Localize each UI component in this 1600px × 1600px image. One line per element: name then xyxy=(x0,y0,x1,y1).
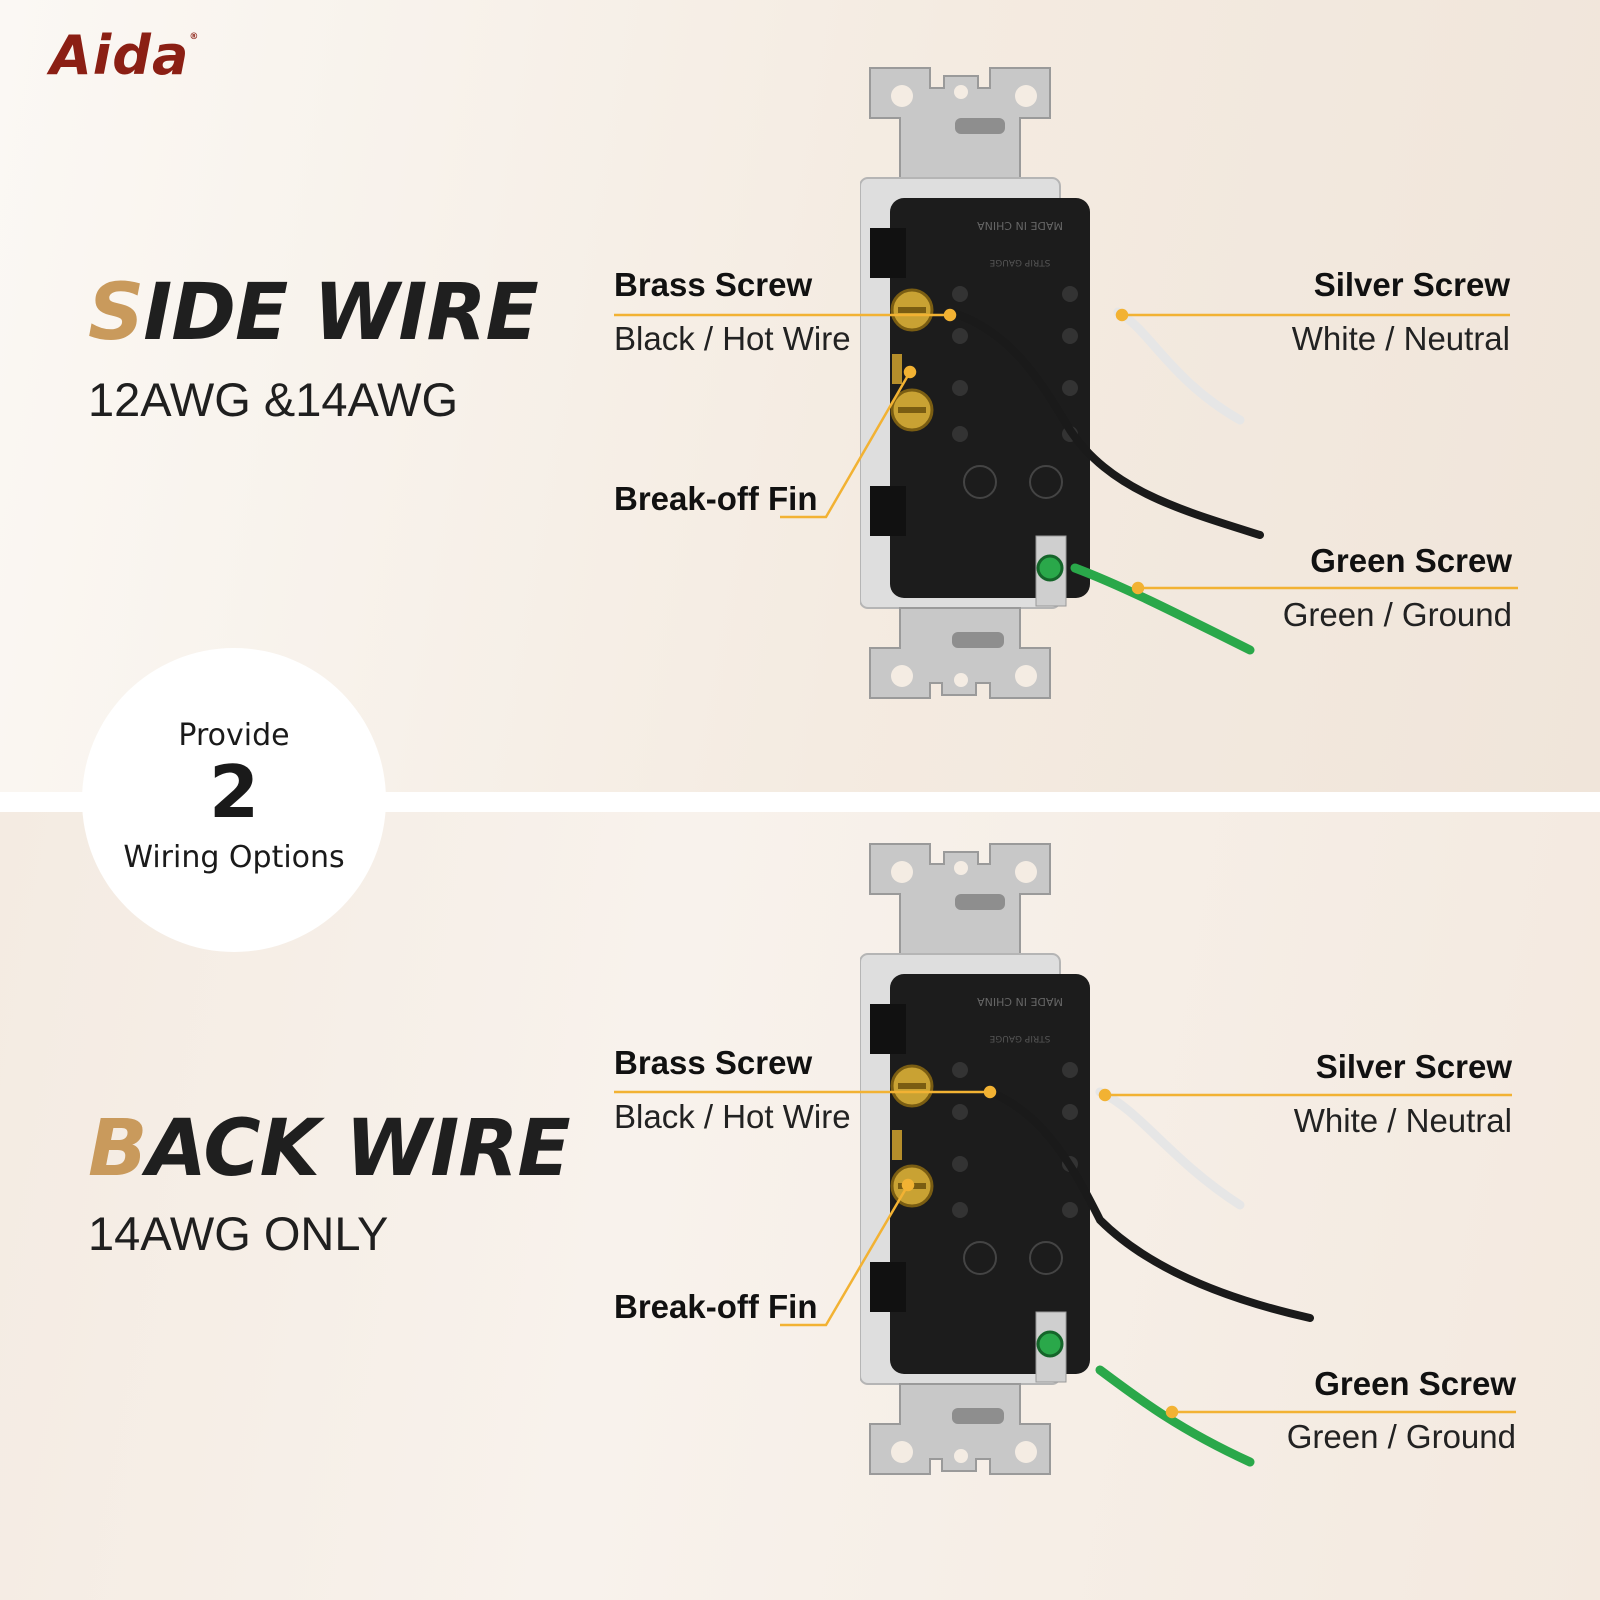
hot-wire-label-bottom: Black / Hot Wire xyxy=(614,1098,851,1135)
green-screw-label-bottom: Green Screw xyxy=(1314,1365,1516,1402)
badge-line1: Provide xyxy=(178,718,290,753)
break-off-fin-label-bottom: Break-off Fin xyxy=(614,1288,818,1325)
registered-mark: ® xyxy=(189,32,200,42)
brass-screw-label-bottom: Brass Screw xyxy=(614,1044,813,1081)
neutral-wire-label-top: White / Neutral xyxy=(1291,320,1510,357)
side-wire-heading-rest: IDE WIRE xyxy=(143,268,539,358)
back-wire-subtitle: 14AWG ONLY xyxy=(88,1207,389,1260)
badge-number: 2 xyxy=(208,750,260,834)
neutral-wire-label-bottom: White / Neutral xyxy=(1293,1102,1512,1139)
side-wire-heading-initial: S xyxy=(88,268,144,358)
green-screw-label-top: Green Screw xyxy=(1310,542,1512,579)
break-off-fin-label-top: Break-off Fin xyxy=(614,480,818,517)
mounting-strap-bottom xyxy=(869,607,1051,699)
brass-screw-label-top: Brass Screw xyxy=(614,266,813,303)
break-off-fin xyxy=(892,1130,902,1160)
section-divider xyxy=(0,792,1600,812)
mounting-strap-bottom xyxy=(869,1383,1051,1475)
ground-wire-label-top: Green / Ground xyxy=(1282,596,1512,633)
side-wire-heading: SIDE WIRE xyxy=(88,268,539,358)
brass-screw-icon xyxy=(890,288,934,432)
ground-wire-label-bottom: Green / Ground xyxy=(1286,1418,1516,1455)
side-clip-top xyxy=(870,1004,906,1054)
back-wire-outlet-illustration: MADE IN CHINA STRIP GAUGE xyxy=(860,843,1090,1475)
wiring-options-badge: Provide 2 Wiring Options xyxy=(82,648,386,952)
strip-gauge-text: STRIP GAUGE xyxy=(989,257,1050,267)
brand-logo: Aida® xyxy=(50,24,199,87)
break-off-fin xyxy=(892,354,902,384)
silver-screw-label-bottom: Silver Screw xyxy=(1315,1048,1512,1085)
made-in-china-text: MADE IN CHINA xyxy=(977,219,1063,232)
side-clip-bottom xyxy=(870,1262,906,1312)
hot-wire-label-top: Black / Hot Wire xyxy=(614,320,851,357)
green-ground-screw-icon xyxy=(1035,535,1067,607)
side-wire-outlet-illustration: MADE IN CHINA STRIP GAUGE xyxy=(860,67,1090,699)
green-ground-screw-icon xyxy=(1035,1311,1067,1383)
logo-text: Aida xyxy=(50,24,190,87)
silver-screw-label-top: Silver Screw xyxy=(1313,266,1510,303)
strip-gauge-text: STRIP GAUGE xyxy=(989,1033,1050,1043)
back-wire-heading-rest: ACK WIRE xyxy=(146,1104,570,1194)
side-clip-bottom xyxy=(870,486,906,536)
back-wire-heading: BACK WIRE xyxy=(88,1104,571,1194)
side-clip-top xyxy=(870,228,906,278)
mounting-strap-top xyxy=(869,843,1051,965)
made-in-china-text: MADE IN CHINA xyxy=(977,995,1063,1008)
back-wire-heading-initial: B xyxy=(88,1104,147,1194)
badge-line2: Wiring Options xyxy=(123,840,345,875)
mounting-strap-top xyxy=(869,67,1051,189)
side-wire-subtitle: 12AWG &14AWG xyxy=(88,373,459,426)
